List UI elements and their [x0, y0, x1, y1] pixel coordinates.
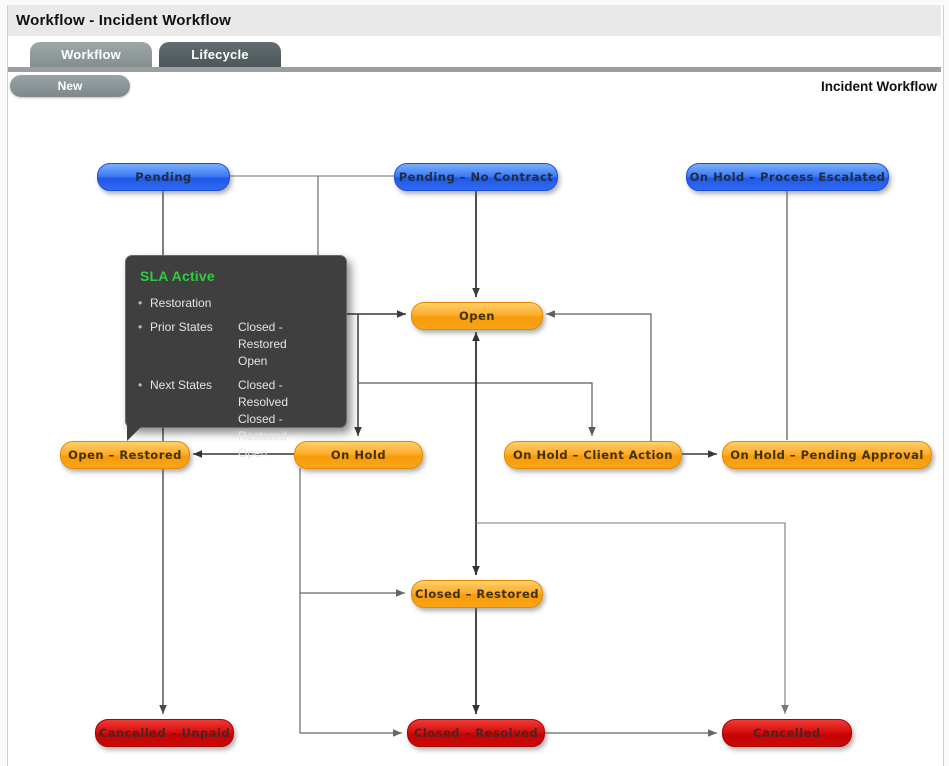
edge-closed-resolved-to-cancelled	[543, 729, 717, 737]
node-on-hold-client-action[interactable]: On Hold – Client Action	[504, 441, 682, 469]
tooltip-item-value: Open	[238, 446, 268, 460]
page-title: Workflow - Incident Workflow	[16, 12, 232, 29]
edge-into-on-hold-client-action-top	[358, 382, 596, 436]
tooltip-title: SLA Active	[140, 268, 215, 284]
node-cancelled[interactable]: Cancelled	[722, 719, 852, 747]
edge-pending-no-contract-to-open	[472, 190, 480, 297]
new-button[interactable]: New	[10, 75, 130, 97]
bullet-icon: •	[138, 378, 143, 392]
tab-workflow[interactable]: Workflow	[30, 42, 152, 67]
tooltip-item-value: Closed - Restored	[238, 320, 287, 351]
edge-client-action-to-pending-approval	[680, 450, 717, 458]
edge-on-hold-to-closed-resolved	[299, 468, 402, 737]
workflow-name-label: Incident Workflow	[820, 79, 937, 94]
tab-lifecycle[interactable]: Lifecycle	[159, 42, 281, 67]
node-closed-resolved[interactable]: Closed – Resolved	[407, 719, 545, 747]
edge-open-closed-restored-both	[472, 332, 480, 575]
page-header: Workflow - Incident Workflow	[8, 5, 941, 38]
edge-into-on-hold-top	[354, 314, 362, 436]
node-closed-restored[interactable]: Closed – Restored	[411, 580, 543, 608]
tooltip-item-label: Prior States	[150, 320, 213, 334]
node-on-hold[interactable]: On Hold	[294, 441, 423, 469]
node-on-hold-pending-approval[interactable]: On Hold – Pending Approval	[722, 441, 932, 469]
bullet-icon: •	[138, 320, 143, 334]
tooltip-item-label: Restoration	[150, 296, 212, 310]
edge-open-branch-to-cancelled	[476, 522, 789, 714]
node-pending[interactable]: Pending	[97, 163, 230, 191]
tab-underline	[8, 67, 941, 72]
tooltip-item-value: Closed - Resolved	[238, 378, 289, 409]
node-open-restored[interactable]: Open – Restored	[60, 441, 190, 469]
edge-on-hold-to-closed-restored	[300, 589, 405, 597]
node-on-hold-process-escalated[interactable]: On Hold – Process Escalated	[686, 163, 889, 191]
tooltip-item-value: Open	[238, 354, 268, 368]
bullet-icon: •	[138, 296, 143, 310]
node-open[interactable]: Open	[411, 302, 543, 330]
tooltip-item-label: Next States	[150, 378, 213, 392]
tooltip-item-value: Closed - Restored	[238, 412, 287, 443]
edge-client-action-to-open	[546, 310, 652, 441]
tooltip-item: • Restoration	[138, 295, 334, 312]
tooltip-pointer-icon	[127, 425, 143, 441]
edge-closed-restored-to-resolved	[472, 607, 480, 714]
node-pending-no-contract[interactable]: Pending – No Contract	[394, 163, 558, 191]
edge-on-hold-to-open-restored	[193, 450, 294, 458]
node-cancelled-unpaid[interactable]: Cancelled – Unpaid	[95, 719, 234, 747]
